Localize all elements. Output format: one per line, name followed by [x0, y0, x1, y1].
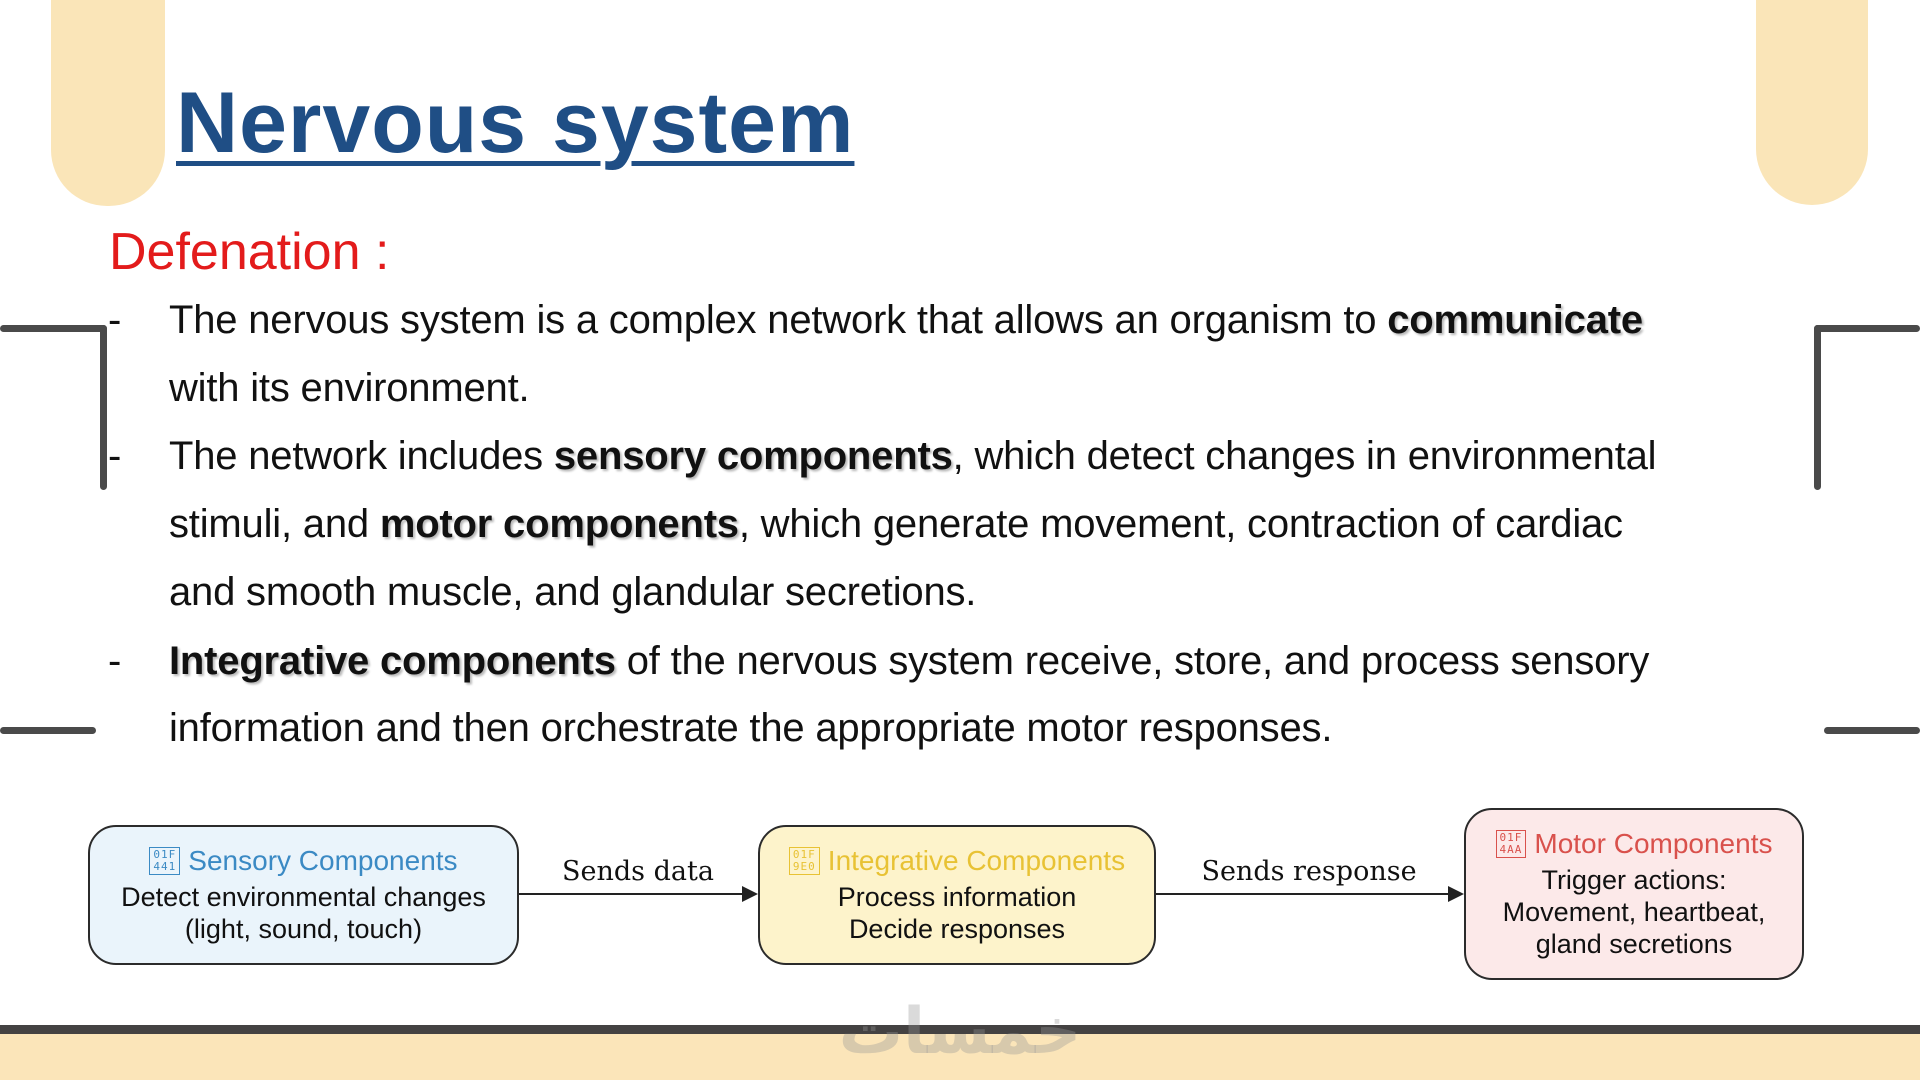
text-run: The network includes — [169, 434, 554, 478]
node-description-line: Process information — [837, 882, 1077, 912]
text-line: and smooth muscle, and glandular secreti… — [169, 570, 976, 615]
left-bracket-vertical — [100, 325, 107, 490]
decorative-pill-right — [1756, 0, 1868, 205]
node-description-line: gland secretions — [1535, 929, 1733, 959]
icon-code-row: 4AA — [1499, 843, 1523, 856]
arrow-sensory-to-integrative — [519, 886, 758, 902]
watermark-logo: خمسات — [838, 995, 1082, 1069]
right-divider — [1824, 727, 1920, 734]
node-title-label: Motor Components — [1534, 828, 1773, 859]
bold-term: sensory components — [553, 434, 953, 478]
bold-term: motor components — [379, 502, 739, 546]
icon-code-row: 441 — [153, 860, 177, 873]
node-title-label: Sensory Components — [188, 845, 458, 876]
node-description-line: Decide responses — [848, 914, 1066, 944]
bullet-dash: - — [108, 434, 122, 478]
text-line: Integrative components of the nervous sy… — [169, 639, 1649, 684]
text-run: information and then orchestrate the app… — [169, 706, 1333, 750]
text-line: The nervous system is a complex network … — [169, 298, 1643, 343]
bullet-dash: - — [108, 639, 122, 683]
definition-heading: Defenation : — [109, 223, 390, 281]
bold-term: communicate — [1387, 298, 1643, 342]
icon-code-row: 01F — [792, 848, 816, 861]
icon-code-row: 9E0 — [792, 860, 816, 873]
left-bracket-top — [0, 325, 107, 332]
decorative-pill-left — [51, 0, 165, 206]
text-run: and smooth muscle, and glandular secreti… — [169, 570, 977, 614]
bold-term: Integrative components — [169, 639, 616, 683]
icon-code-row: 01F — [1499, 831, 1523, 844]
text-run: stimuli, and — [169, 502, 380, 546]
icon-code-row: 01F — [153, 848, 177, 861]
text-run: , which generate movement, contraction o… — [738, 502, 1623, 546]
text-run: of the nervous system receive, store, an… — [615, 639, 1650, 683]
text-line: stimuli, and motor components, which gen… — [169, 502, 1623, 547]
text-run: The nervous system is a complex network … — [169, 298, 1388, 342]
text-line: The network includes sensory components,… — [169, 434, 1657, 479]
node-title-label: Integrative Components — [827, 845, 1126, 876]
text-run: , which detect changes in environmental — [952, 434, 1657, 478]
arrow-integrative-to-motor — [1156, 886, 1464, 902]
node-description-line: Detect environmental changes — [121, 882, 486, 912]
footer-divider-bar — [0, 1025, 1920, 1034]
node-description-line: Trigger actions: — [1541, 865, 1727, 895]
slide-title: Nervous system — [176, 75, 855, 171]
right-bracket-top — [1814, 325, 1920, 332]
node-description-line: (light, sound, touch) — [184, 914, 423, 944]
left-divider — [0, 727, 96, 734]
footer-band — [0, 1034, 1920, 1080]
bullet-dash: - — [108, 298, 122, 342]
text-line: information and then orchestrate the app… — [169, 706, 1332, 751]
right-bracket-vertical — [1814, 325, 1821, 490]
edge-label-sends-response: Sends response — [1201, 856, 1417, 887]
text-line: with its environment. — [169, 366, 530, 411]
node-description-line: Movement, heartbeat, — [1502, 897, 1766, 927]
edge-label-sends-data: Sends data — [562, 856, 714, 887]
text-run: with its environment. — [169, 366, 530, 410]
